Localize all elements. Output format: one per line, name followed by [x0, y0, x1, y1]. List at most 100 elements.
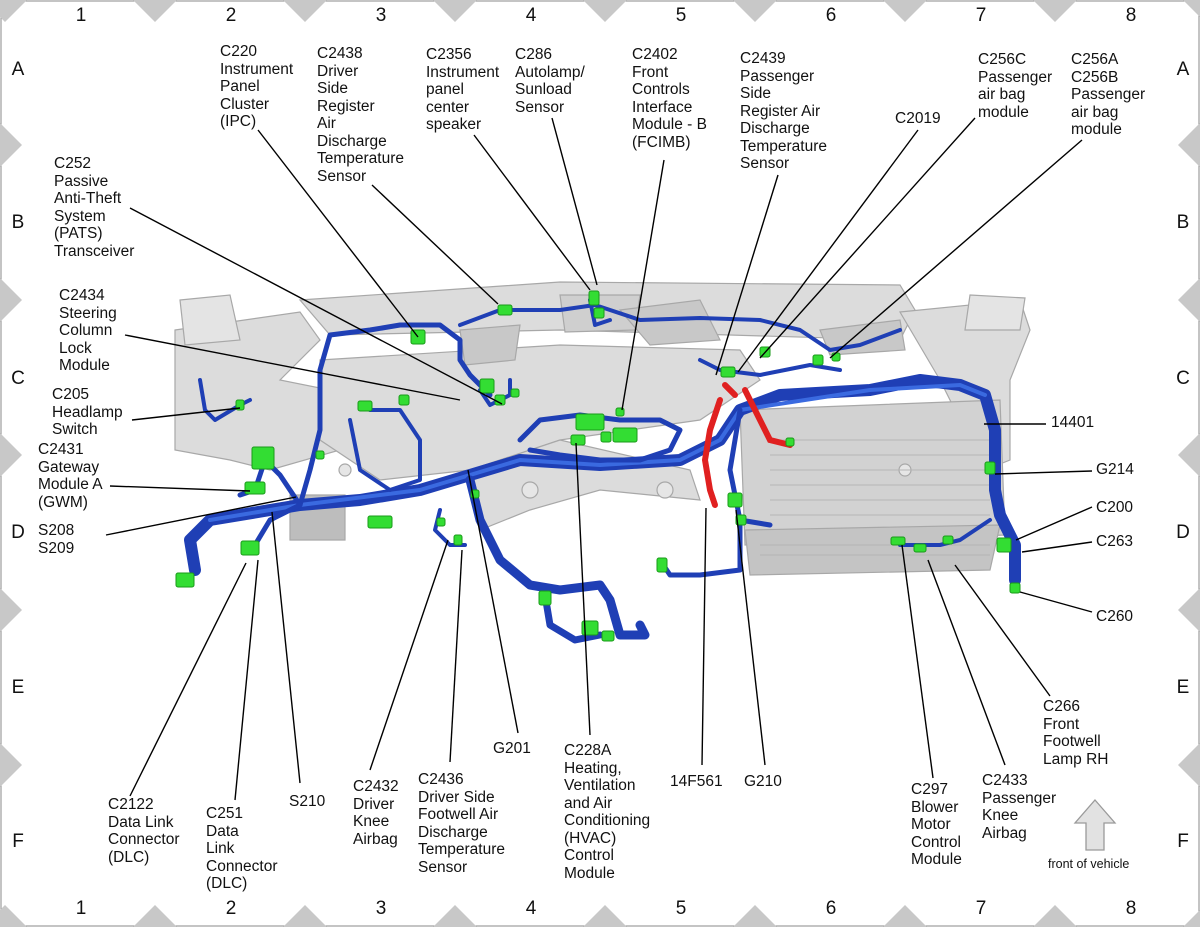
- border-diamond-top-2: [283, 0, 327, 22]
- label-c251: C251 Data Link Connector (DLC): [206, 805, 278, 892]
- leader-line-c2432: [369, 539, 449, 771]
- grid-col-2-bottom: 2: [225, 898, 237, 919]
- border-diamond-bottom-3: [433, 905, 477, 927]
- label-c256c: C256C Passenger air bag module: [978, 51, 1053, 121]
- border-diamond-left-2: [0, 433, 22, 477]
- connector-25: [720, 366, 736, 378]
- connector-3: [251, 446, 275, 470]
- border-diamond-right-3: [1178, 588, 1200, 632]
- connector-29: [785, 437, 795, 447]
- grid-col-1-top: 1: [75, 5, 87, 26]
- label-c220: C220 Instrument Panel Cluster (IPC): [220, 43, 294, 130]
- border-diamond-left-0: [0, 123, 22, 167]
- leader-line-c2436: [449, 549, 463, 763]
- connector-1: [240, 540, 260, 556]
- connector-39: [436, 517, 446, 527]
- label-c2402: C2402 Front Controls Interface Module - …: [632, 46, 707, 151]
- border-diamond-top-7: [1033, 0, 1077, 22]
- connector-23: [601, 630, 615, 642]
- label-c263: C263: [1096, 533, 1134, 550]
- grid-col-7-bottom: 7: [975, 898, 987, 919]
- leader-line-c2433: [927, 559, 1006, 766]
- label-c228a: C228A Heating, Ventilation and Air Condi…: [564, 742, 651, 882]
- leader-line-c252: [129, 207, 503, 405]
- connector-6: [357, 400, 373, 412]
- label-g214: G214: [1096, 461, 1134, 478]
- leader-line-c2019: [737, 129, 919, 373]
- harness-branch-blower: [898, 518, 992, 547]
- grid-row-b-left: B: [11, 212, 25, 233]
- border-diamond-top-1: [133, 0, 177, 22]
- connector-28: [831, 352, 841, 362]
- border-diamond-right-4: [1178, 743, 1200, 787]
- border-diamond-left-3: [0, 588, 22, 632]
- leader-line-c256c: [759, 117, 976, 359]
- connector-34: [942, 535, 954, 545]
- label-14f561: 14F561: [670, 773, 723, 790]
- connector-22: [581, 620, 599, 636]
- leader-line-s210: [271, 511, 301, 784]
- grid-col-4-bottom: 4: [525, 898, 537, 919]
- grid-col-4-top: 4: [525, 5, 537, 26]
- border-diamond-top-3: [433, 0, 477, 22]
- label-c252: C252 Passive Anti-Theft System (PATS) Tr…: [54, 155, 135, 260]
- harness-branch-lower: [541, 591, 604, 644]
- connector-35: [984, 461, 996, 475]
- harness-branch-left-upper: [297, 322, 493, 508]
- label-g201: G201: [493, 740, 531, 757]
- grid-col-7-top: 7: [975, 5, 987, 26]
- grid-col-1-bottom: 1: [75, 898, 87, 919]
- label-front-of-vehicle: front of vehicle: [1048, 857, 1130, 871]
- leader-line-c251: [234, 559, 259, 801]
- grid-col-6-top: 6: [825, 5, 837, 26]
- label-c286: C286 Autolamp/ Sunload Sensor: [515, 46, 585, 116]
- label-c2432: C2432 Driver Knee Airbag: [353, 778, 399, 848]
- border-diamond-top-6: [883, 0, 927, 22]
- harness-branch-mid-top: [588, 298, 842, 377]
- grid-row-e-right: E: [1176, 677, 1190, 698]
- label-c2122: C2122 Data Link Connector (DLC): [108, 796, 180, 866]
- leader-line-c205: [131, 407, 241, 421]
- harness-branch-left-mid: [348, 408, 422, 492]
- border-diamond-right-1: [1178, 278, 1200, 322]
- label-c266: C266 Front Footwell Lamp RH: [1043, 698, 1109, 768]
- label-c256ab: C256A C256B Passenger air bag module: [1071, 51, 1146, 138]
- grid-col-5-bottom: 5: [675, 898, 687, 919]
- red-harness: [701, 382, 793, 508]
- border-diamond-top-0: [0, 0, 27, 22]
- leader-line-c260: [1019, 591, 1093, 613]
- leader-line-c2438: [371, 184, 499, 305]
- connector-8: [367, 515, 393, 529]
- connector-38: [453, 534, 463, 546]
- leader-line-c263: [1021, 541, 1093, 553]
- leader-line-c297: [901, 544, 934, 779]
- label-c2356: C2356 Instrument panel center speaker: [426, 46, 500, 133]
- connector-5: [315, 450, 325, 460]
- connector-18: [570, 434, 586, 446]
- border-diamond-bottom-5: [733, 905, 777, 927]
- grid-col-3-bottom: 3: [375, 898, 387, 919]
- leader-line-s208: [105, 496, 297, 536]
- connector-0: [175, 572, 195, 588]
- label-c2434: C2434 Steering Column Lock Module: [59, 287, 117, 374]
- leader-line-c2122: [129, 562, 247, 797]
- connector-30: [727, 492, 743, 508]
- connector-7: [398, 394, 410, 406]
- leader-line-c2434: [124, 334, 461, 401]
- leader-line-c2431: [109, 485, 251, 492]
- label-c2431: C2431 Gateway Module A (GWM): [38, 441, 103, 511]
- border-diamond-left-4: [0, 743, 22, 787]
- label-g210: G210: [744, 773, 782, 790]
- border-diamond-bottom-4: [583, 905, 627, 927]
- label-c205: C205 Headlamp Switch: [52, 386, 123, 438]
- label-s208-s209: S208 S209: [38, 522, 75, 557]
- connector-4: [235, 399, 245, 411]
- grid-col-5-top: 5: [675, 5, 687, 26]
- connector-12: [510, 388, 520, 398]
- leader-line-g210: [735, 509, 766, 766]
- border-diamond-bottom-2: [283, 905, 327, 927]
- leader-line-c266: [954, 564, 1051, 697]
- wire-harness: [184, 298, 1021, 644]
